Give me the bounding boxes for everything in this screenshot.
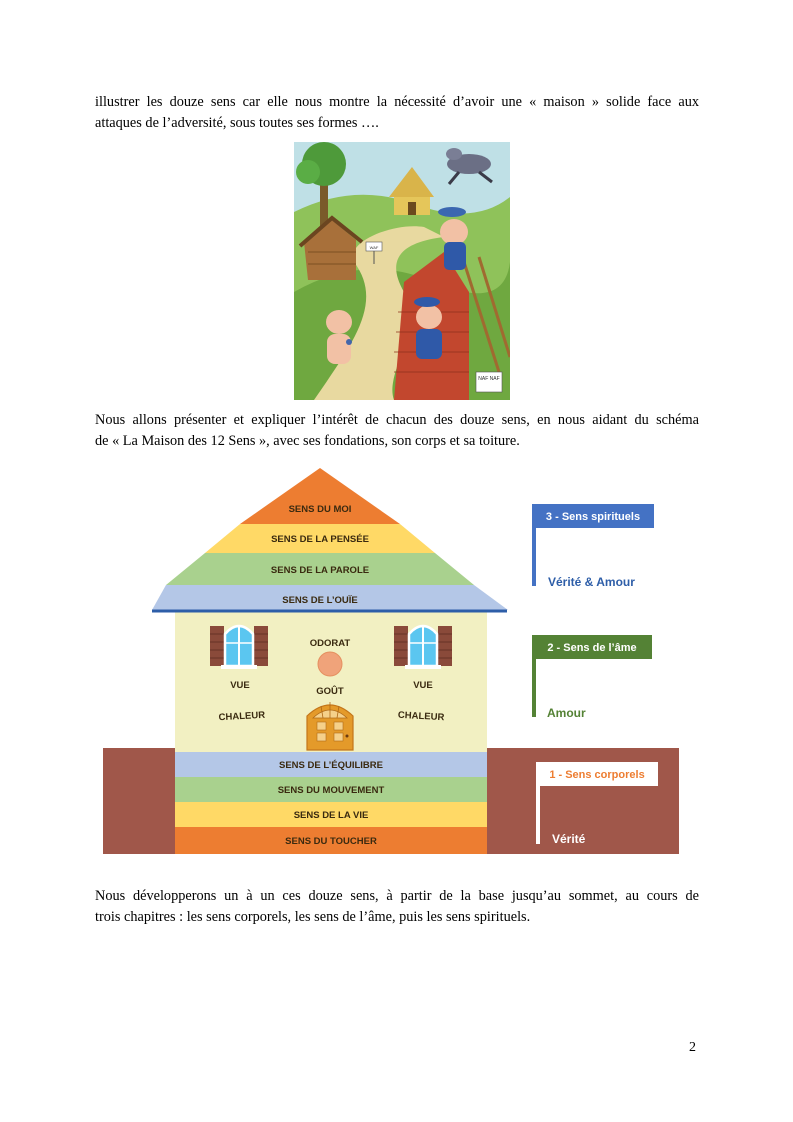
body-label-chaleur-left: CHALEUR (218, 710, 265, 723)
roof-label-moi: SENS DU MOI (289, 504, 352, 515)
body-label-vue-left: VUE (230, 680, 250, 691)
category-corporels-value: Vérité (552, 832, 586, 846)
foundation-label-vie: SENS DE LA VIE (294, 810, 369, 821)
roof-layer-ouie (152, 585, 508, 610)
door-icon (306, 702, 354, 751)
paragraph-conclusion: Nous développerons un à un ces douze sen… (95, 886, 699, 928)
category-spirituels-label: 3 - Sens spirituels (546, 511, 640, 523)
foundation-layer-mouvement (175, 777, 487, 802)
foundation-label-mouvement: SENS DU MOUVEMENT (278, 785, 385, 796)
category-corporels-label: 1 - Sens corporels (549, 769, 644, 781)
paragraph-line: Nous allons présenter et expliquer l’int… (95, 412, 699, 428)
category-spirituels-value: Vérité & Amour (548, 575, 635, 589)
paragraph-line: attaques de l’adversité, sous toutes ses… (95, 115, 379, 131)
window-right-icon (394, 624, 452, 669)
body-label-vue-right: VUE (413, 680, 433, 691)
page-number: 2 (689, 1040, 696, 1055)
paragraph-line: de « La Maison des 12 Sens », avec ses f… (95, 433, 520, 449)
roof-layer-moi (240, 468, 400, 524)
category-spirituels: 3 - Sens spirituels Vérité & Amour (532, 504, 654, 589)
roof-label-parole: SENS DE LA PAROLE (271, 565, 369, 576)
foundation-layer-vie (175, 802, 487, 827)
three-little-pigs-illustration: NAF NAF WAF (294, 142, 510, 400)
body-label-chaleur-right: CHALEUR (398, 710, 445, 723)
body-label-gout: GOÛT (316, 685, 344, 697)
roof-label-ouie: SENS DE L’OUÏE (282, 595, 358, 606)
paragraph-line: Nous développerons un à un ces douze sen… (95, 888, 699, 904)
paragraph-line: illustrer les douze sens car elle nous m… (95, 94, 699, 110)
foundation-layer-toucher (175, 827, 487, 854)
category-ame-label: 2 - Sens de l’âme (547, 642, 636, 654)
body-label-odorat: ODORAT (310, 638, 351, 649)
foundation-label-equilibre: SENS DE L’ÉQUILIBRE (279, 760, 383, 771)
odorat-circle-icon (317, 651, 343, 677)
foundation-label-toucher: SENS DU TOUCHER (285, 836, 377, 847)
house-of-12-senses-diagram: SENS DU MOI SENS DE LA PENSÉE SENS DE LA… (103, 468, 679, 854)
roof-label-pensee: SENS DE LA PENSÉE (271, 534, 369, 545)
illustration-sign-text: WAF (370, 245, 379, 250)
category-ame: 2 - Sens de l’âme Amour (532, 635, 652, 720)
roof-layer-parole (166, 553, 474, 585)
paragraph-intro: illustrer les douze sens car elle nous m… (95, 92, 699, 134)
illustration-sign-text: NAF NAF (478, 376, 499, 382)
category-ame-value: Amour (547, 706, 586, 720)
category-corporels: 1 - Sens corporels Vérité (536, 762, 658, 846)
roof-layer-pensee (205, 524, 435, 553)
paragraph-presentation: Nous allons présenter et expliquer l’int… (95, 410, 699, 452)
paragraph-line: trois chapitres : les sens corporels, le… (95, 909, 531, 925)
window-left-icon (210, 624, 268, 669)
foundation-layer-equilibre (175, 752, 487, 777)
